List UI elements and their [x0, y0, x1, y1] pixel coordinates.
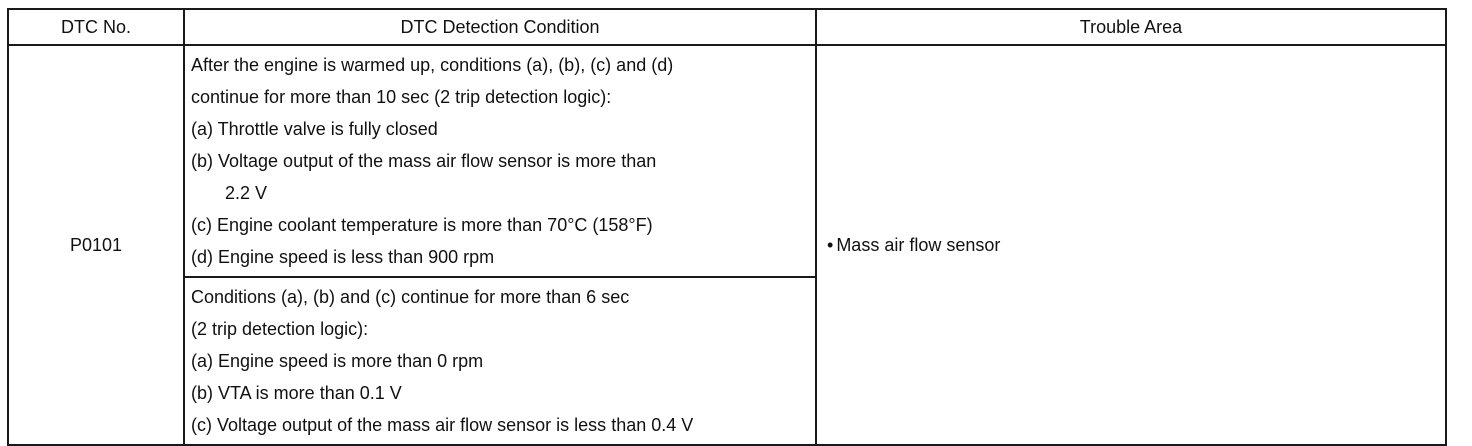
- header-dtc-no: DTC No.: [7, 8, 185, 46]
- header-row: DTC No. DTC Detection Condition Trouble …: [7, 8, 1447, 46]
- condition-1-line: 2.2 V: [225, 183, 268, 203]
- condition-2-line: (2 trip detection logic):: [191, 319, 369, 339]
- condition-2-line: (a) Engine speed is more than 0 rpm: [191, 351, 484, 371]
- condition-cell-1: After the engine is warmed up, condition…: [183, 44, 817, 278]
- table-row: Conditions (a), (b) and (c) continue for…: [8, 276, 1446, 446]
- condition-2-line: (b) VTA is more than 0.1 V: [191, 383, 402, 403]
- condition-1-line: After the engine is warmed up, condition…: [191, 55, 674, 75]
- condition-1-line: (a) Throttle valve is fully closed: [191, 119, 438, 139]
- condition-2-line: (c) Voltage output of the mass air flow …: [191, 415, 694, 435]
- header-trouble-area: Trouble Area: [815, 8, 1447, 46]
- dtc-table: DTC No. DTC Detection Condition Trouble …: [7, 8, 1447, 446]
- table-row: P0101 After the engine is warmed up, con…: [7, 44, 1447, 446]
- trouble-area-cell: •Mass air flow sensor: [815, 44, 1447, 446]
- condition-cell-2: Conditions (a), (b) and (c) continue for…: [183, 276, 817, 446]
- trouble-area-text: Mass air flow sensor: [836, 235, 1001, 255]
- condition-1-line: (d) Engine speed is less than 900 rpm: [191, 247, 495, 267]
- condition-1-line: continue for more than 10 sec (2 trip de…: [191, 87, 612, 107]
- header-detection-condition: DTC Detection Condition: [183, 8, 817, 46]
- condition-1-line: (b) Voltage output of the mass air flow …: [191, 151, 657, 171]
- condition-1-line: (c) Engine coolant temperature is more t…: [191, 215, 653, 235]
- bullet-icon: •: [827, 235, 834, 255]
- dtc-code-cell: P0101: [7, 44, 185, 446]
- condition-2-line: Conditions (a), (b) and (c) continue for…: [191, 287, 630, 307]
